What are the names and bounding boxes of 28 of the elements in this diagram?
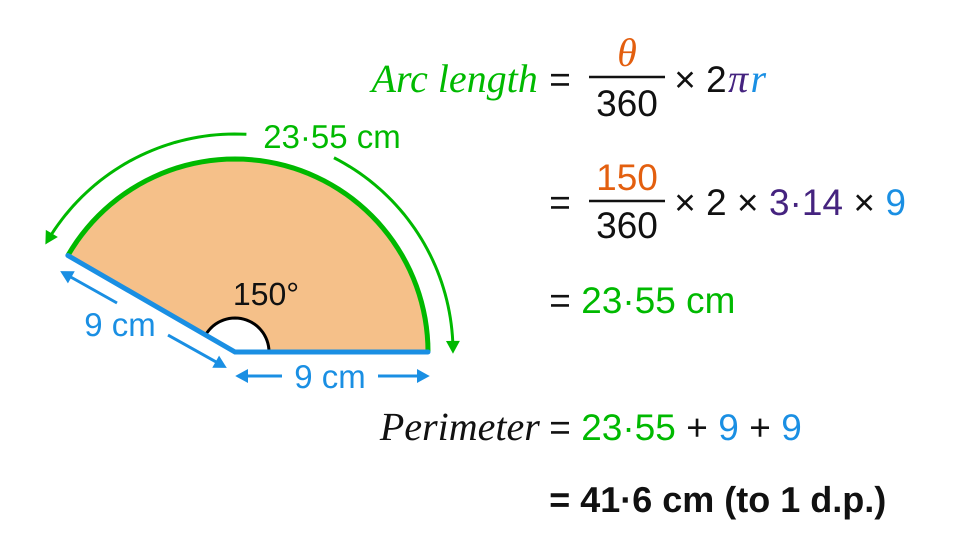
equation-term: 360 [598,90,656,116]
equation-term: 23·55 [583,414,674,440]
equation-term: = 41·6 cm (to 1 d.p.) [550,486,884,520]
equation-term: × [856,194,872,211]
equation-term: = [551,294,569,307]
formula-label: Arc length [369,64,536,101]
equation-term: × 2 [676,66,725,92]
equation-term: = [551,422,569,434]
equation-term: × 2 × [676,189,756,215]
equation-term: = [551,196,569,209]
dimension-label: 23·55 cm [264,124,399,148]
equation-term: 9 [782,414,800,440]
equation-term: 3·14 [770,189,842,216]
dimension-label: 9 cm [86,312,154,336]
equation-term: π [728,74,750,92]
angle-label: 150° [235,282,298,306]
equation-term: 23·55 cm [583,287,733,314]
formula-label: Perimeter [380,414,540,440]
equation-term: 9 [720,414,738,440]
equation-term: + [751,418,769,437]
equation-term: = [551,74,569,86]
equation-term: + [688,418,706,437]
equation-term: 360 [598,212,656,238]
equation-term: 9 [887,189,904,216]
equation-term: r [752,73,766,92]
equation-term: 150 [598,164,656,190]
dimension-label: 9 cm [296,364,364,388]
equation-term: θ [619,38,636,66]
